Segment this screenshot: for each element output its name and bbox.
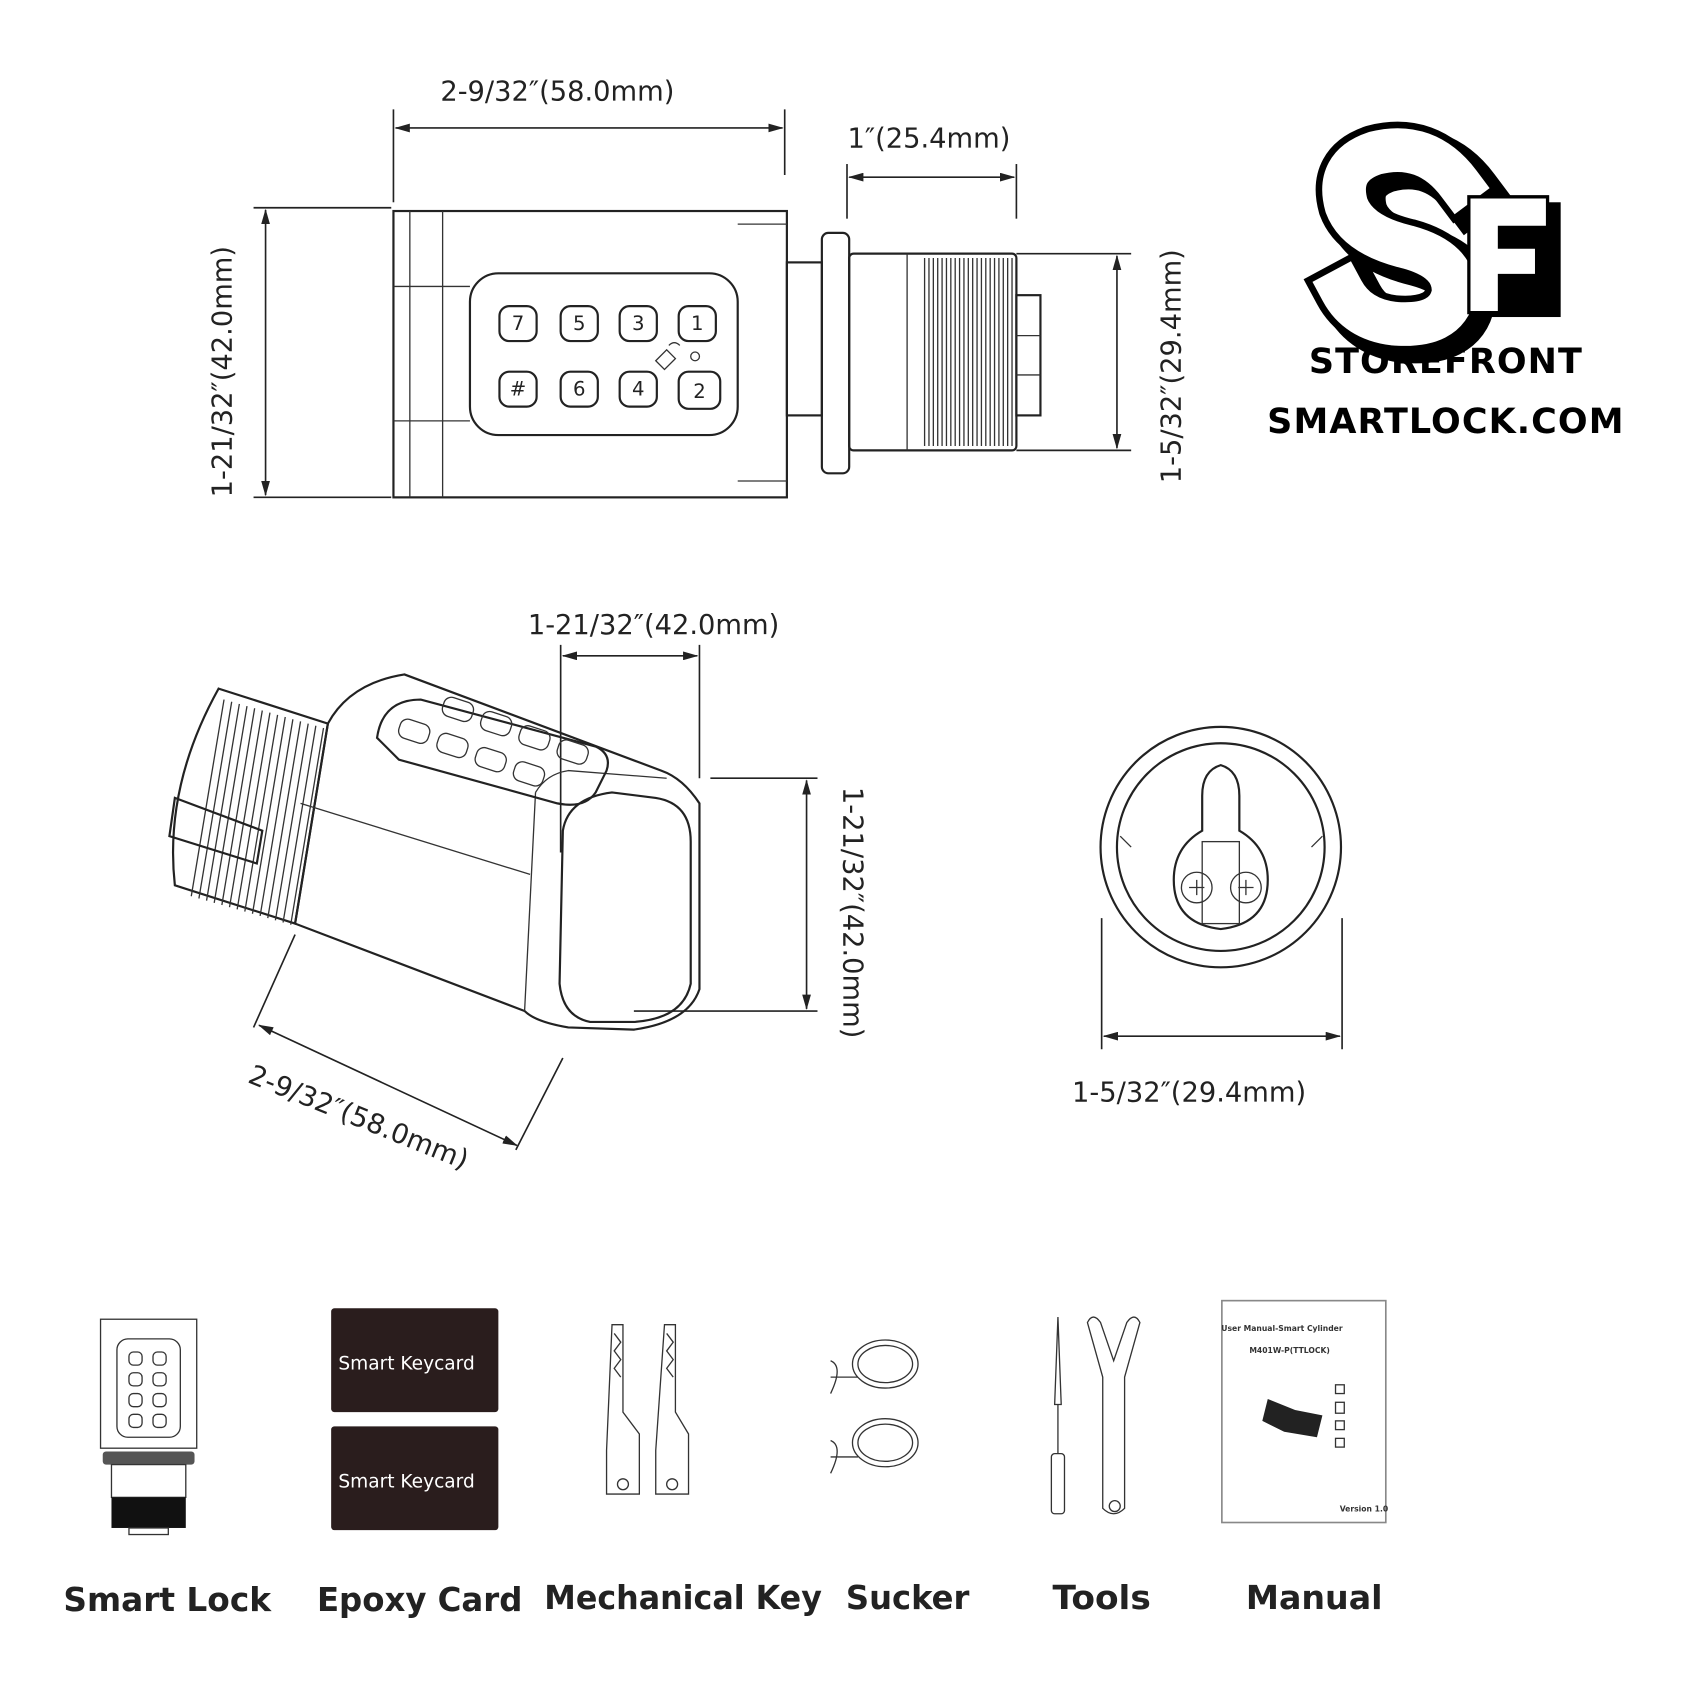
sucker-item bbox=[830, 1339, 919, 1474]
key: 5 bbox=[573, 312, 586, 335]
thread-line bbox=[251, 716, 286, 914]
iso-length-dim-label: 2-9/32″(58.0mm) bbox=[244, 1060, 473, 1176]
cylinder-threads bbox=[923, 258, 1013, 446]
wrench-icon bbox=[1086, 1316, 1141, 1515]
keycard-text: Smart Keycard bbox=[338, 1472, 474, 1493]
keycard bbox=[331, 1426, 499, 1531]
iso-keypad bbox=[375, 698, 610, 806]
keypad-keys: 7 5 3 1 # 6 4 2 bbox=[498, 305, 722, 410]
key: 7 bbox=[512, 312, 525, 335]
package-contents: Smart Keycard Smart Keycard User Manual-… bbox=[63, 1299, 1389, 1619]
thread-line bbox=[290, 727, 325, 925]
manual-version: Version 1.0 bbox=[1340, 1505, 1389, 1514]
indicator-led-icon bbox=[690, 351, 701, 362]
mechanical-key-item bbox=[605, 1324, 690, 1495]
manual-title: User Manual-Smart Cylinder bbox=[1221, 1324, 1343, 1333]
logo-f bbox=[1467, 195, 1550, 315]
thread-line bbox=[282, 725, 317, 923]
thread-line bbox=[274, 723, 309, 921]
top-length-dim-label: 2-9/32″(58.0mm) bbox=[440, 77, 674, 108]
thread-line bbox=[267, 721, 302, 919]
cylinder-dia-dim-label: 1-5/32″(29.4mm) bbox=[1156, 249, 1187, 483]
key: # bbox=[510, 378, 526, 401]
iso-width-dim-label: 1-21/32″(42.0mm) bbox=[528, 610, 779, 641]
iso-cylinder bbox=[172, 687, 330, 926]
front-view: 1-5/32″(29.4mm) bbox=[1072, 725, 1343, 1109]
key: 6 bbox=[573, 378, 586, 401]
thread-line bbox=[213, 706, 248, 903]
iso-view: 1-21/32″(42.0mm) 1-21/32″(42.0mm) 2-9/32… bbox=[168, 610, 868, 1176]
label-epoxy-card: Epoxy Card bbox=[317, 1581, 522, 1619]
brand-line1: STOREFRONT bbox=[1309, 342, 1583, 382]
thread-line bbox=[228, 710, 263, 908]
label-smart-lock: Smart Lock bbox=[63, 1581, 272, 1619]
thread-line bbox=[205, 703, 240, 901]
thread-line bbox=[190, 699, 225, 897]
keycard-text: Smart Keycard bbox=[338, 1354, 474, 1375]
key: 2 bbox=[693, 380, 706, 403]
key: 4 bbox=[632, 378, 645, 401]
label-tools: Tools bbox=[1052, 1579, 1150, 1617]
thread-line bbox=[236, 712, 271, 910]
manual-model: M401W-P(TTLOCK) bbox=[1249, 1346, 1330, 1355]
label-mechanical-key: Mechanical Key bbox=[544, 1579, 822, 1617]
keyhole bbox=[1172, 763, 1269, 931]
key: 1 bbox=[691, 312, 704, 335]
screw-icon bbox=[1180, 871, 1213, 904]
nfc-icon bbox=[654, 342, 681, 371]
cylinder-outer bbox=[1099, 725, 1343, 969]
storefront-logo: STOREFRONT SMARTLOCK.COM bbox=[1267, 121, 1624, 442]
key: 3 bbox=[632, 312, 645, 335]
top-height-dim-label: 1-21/32″(42.0mm) bbox=[208, 246, 239, 497]
lock-body bbox=[392, 209, 788, 499]
brand-line2: SMARTLOCK.COM bbox=[1267, 402, 1624, 442]
keypad bbox=[468, 272, 739, 437]
label-manual: Manual bbox=[1246, 1579, 1383, 1617]
iso-body bbox=[293, 673, 701, 1031]
label-sucker: Sucker bbox=[846, 1579, 970, 1617]
iso-front-face bbox=[558, 791, 692, 1024]
smart-lock-item bbox=[99, 1318, 198, 1536]
keycard bbox=[331, 1308, 499, 1413]
thread-line bbox=[221, 708, 256, 906]
screw-icon bbox=[1229, 871, 1262, 904]
top-view: 2-9/32″(58.0mm) 1″(25.4mm) 1-21/32″(42.0… bbox=[208, 77, 1187, 499]
logo-s bbox=[1312, 128, 1490, 346]
screwdriver-icon bbox=[1053, 1317, 1062, 1406]
thread-line bbox=[259, 719, 294, 917]
thread-line bbox=[244, 714, 279, 912]
tools-item bbox=[1050, 1316, 1141, 1515]
manual-item: User Manual-Smart Cylinder M401W-P(TTLOC… bbox=[1221, 1299, 1389, 1524]
thread-line bbox=[198, 701, 233, 899]
epoxy-card-item: Smart Keycard Smart Keycard bbox=[331, 1308, 499, 1531]
cylinder-length-dim-label: 1″(25.4mm) bbox=[848, 124, 1011, 155]
iso-height-dim-label: 1-21/32″(42.0mm) bbox=[837, 787, 868, 1038]
front-dia-dim-label: 1-5/32″(29.4mm) bbox=[1072, 1078, 1306, 1109]
flange bbox=[820, 231, 851, 475]
